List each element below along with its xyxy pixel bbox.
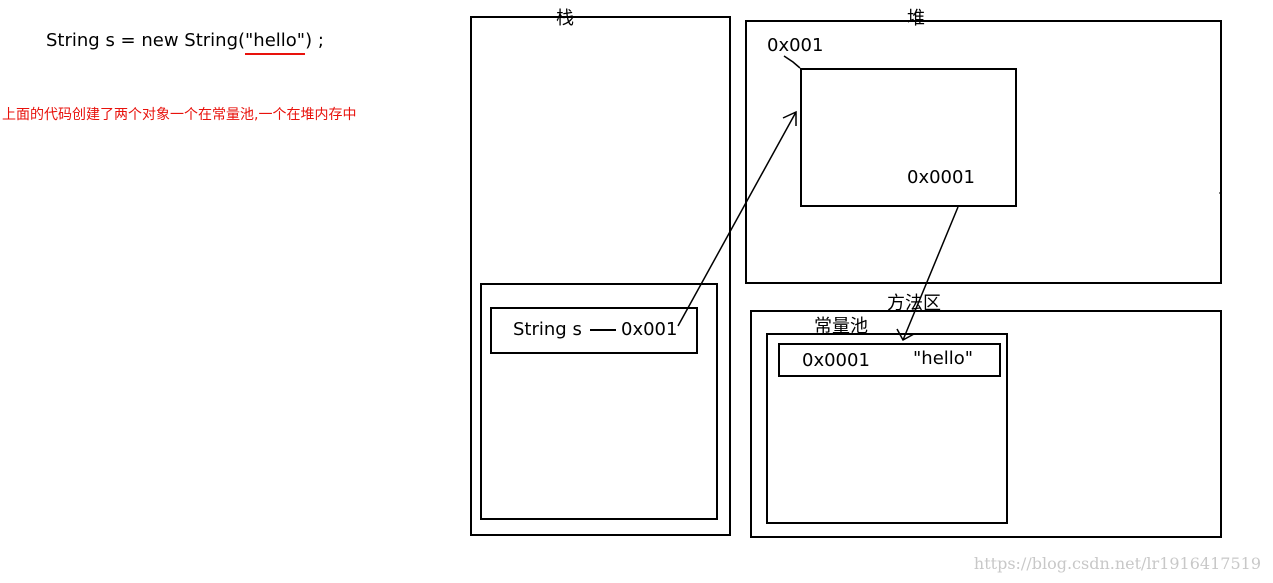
heap-to-pool-arrow bbox=[902, 206, 959, 341]
method-area-title: 方法区 bbox=[887, 293, 941, 314]
code-literal: "hello" bbox=[245, 30, 306, 55]
pool-entry-value: "hello" bbox=[913, 348, 974, 369]
heap-region bbox=[745, 20, 1222, 284]
heap-to-pool-arrowhead bbox=[896, 328, 915, 342]
code-suffix: ) ; bbox=[305, 30, 324, 51]
stack-var-label: String s bbox=[513, 319, 582, 340]
code-line: String s = new String("hello") ; bbox=[46, 30, 324, 55]
stack-frame bbox=[480, 283, 718, 520]
code-prefix: String s = new String( bbox=[46, 30, 246, 51]
pool-entry-address: 0x0001 bbox=[802, 350, 870, 371]
stack-to-heap-arrow bbox=[677, 111, 797, 327]
stack-variable-box bbox=[490, 307, 698, 354]
constant-pool-title: 常量池 bbox=[814, 316, 868, 337]
stack-title: 栈 bbox=[556, 8, 574, 29]
constant-pool-box bbox=[766, 333, 1008, 524]
method-area-region bbox=[750, 310, 1222, 538]
watermark: https://blog.csdn.net/lr1916417519 bbox=[973, 554, 1261, 573]
annotation-note: 上面的代码创建了两个对象一个在常量池,一个在堆内存中 bbox=[2, 107, 357, 123]
heap-address-leader bbox=[783, 55, 801, 69]
stack-to-heap-arrowhead bbox=[782, 110, 797, 126]
heap-object-content: 0x0001 bbox=[907, 167, 975, 188]
heap-object-address: 0x001 bbox=[767, 35, 824, 56]
heap-title: 堆 bbox=[907, 8, 925, 29]
constant-pool-entry bbox=[778, 343, 1001, 377]
stack-var-value: 0x001 bbox=[621, 319, 678, 340]
stack-region bbox=[470, 16, 731, 536]
heap-object-box bbox=[800, 68, 1017, 207]
